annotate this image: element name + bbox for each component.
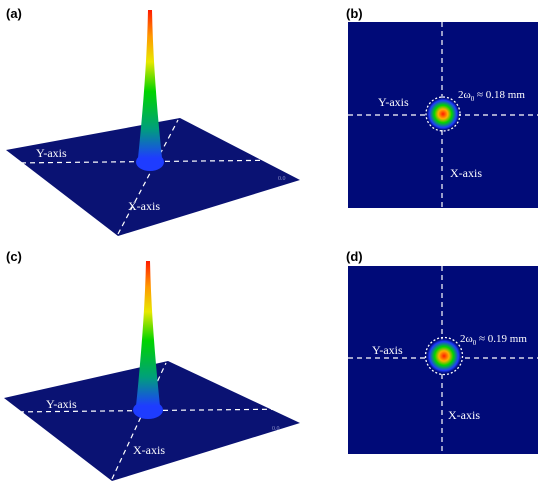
x-axis-label: X-axis: [450, 166, 482, 180]
x-axis-line: [111, 362, 167, 480]
panel-c-3d-profile: Y-axis X-axis 0.0: [4, 261, 300, 481]
beam-diameter-label: 2ω0 ≈ 0.18 mm: [458, 89, 525, 103]
tick-label: 0.0: [278, 176, 286, 182]
x-axis-label: X-axis: [128, 199, 160, 213]
panel-label-d: (d): [346, 249, 363, 264]
panel-label-c: (c): [6, 249, 22, 264]
y-axis-label: Y-axis: [46, 397, 77, 411]
beam-diameter-label: 2ω0 ≈ 0.19 mm: [460, 333, 527, 347]
y-axis-label: Y-axis: [36, 146, 67, 160]
y-axis-label: Y-axis: [372, 343, 403, 357]
y-axis-line: [9, 408, 297, 413]
beam-peak: [136, 261, 160, 406]
beam-peak: [138, 10, 162, 158]
beam-plate: [6, 118, 300, 236]
x-axis-label: X-axis: [448, 408, 480, 422]
beam-spot: [427, 339, 461, 373]
y-axis-line: [11, 159, 297, 164]
panel-d-2d-intensity: Y-axis X-axis 2ω0 ≈ 0.19 mm: [348, 266, 538, 454]
beam-plate: [4, 361, 300, 481]
beam-diameter-ring: [425, 96, 461, 132]
x-axis-line: [117, 119, 179, 235]
panel-b-2d-intensity: Y-axis X-axis 2ω0 ≈ 0.18 mm: [348, 22, 538, 208]
panel-a-3d-profile: Y-axis X-axis 0.0: [6, 10, 300, 236]
beam-spot: [427, 98, 459, 130]
y-axis-label: Y-axis: [378, 95, 409, 109]
panel-label-b: (b): [346, 6, 363, 21]
panel-label-a: (a): [6, 6, 22, 21]
x-axis-label: X-axis: [133, 443, 165, 457]
tick-label: 0.0: [272, 426, 280, 432]
beam-diameter-ring: [424, 336, 464, 376]
